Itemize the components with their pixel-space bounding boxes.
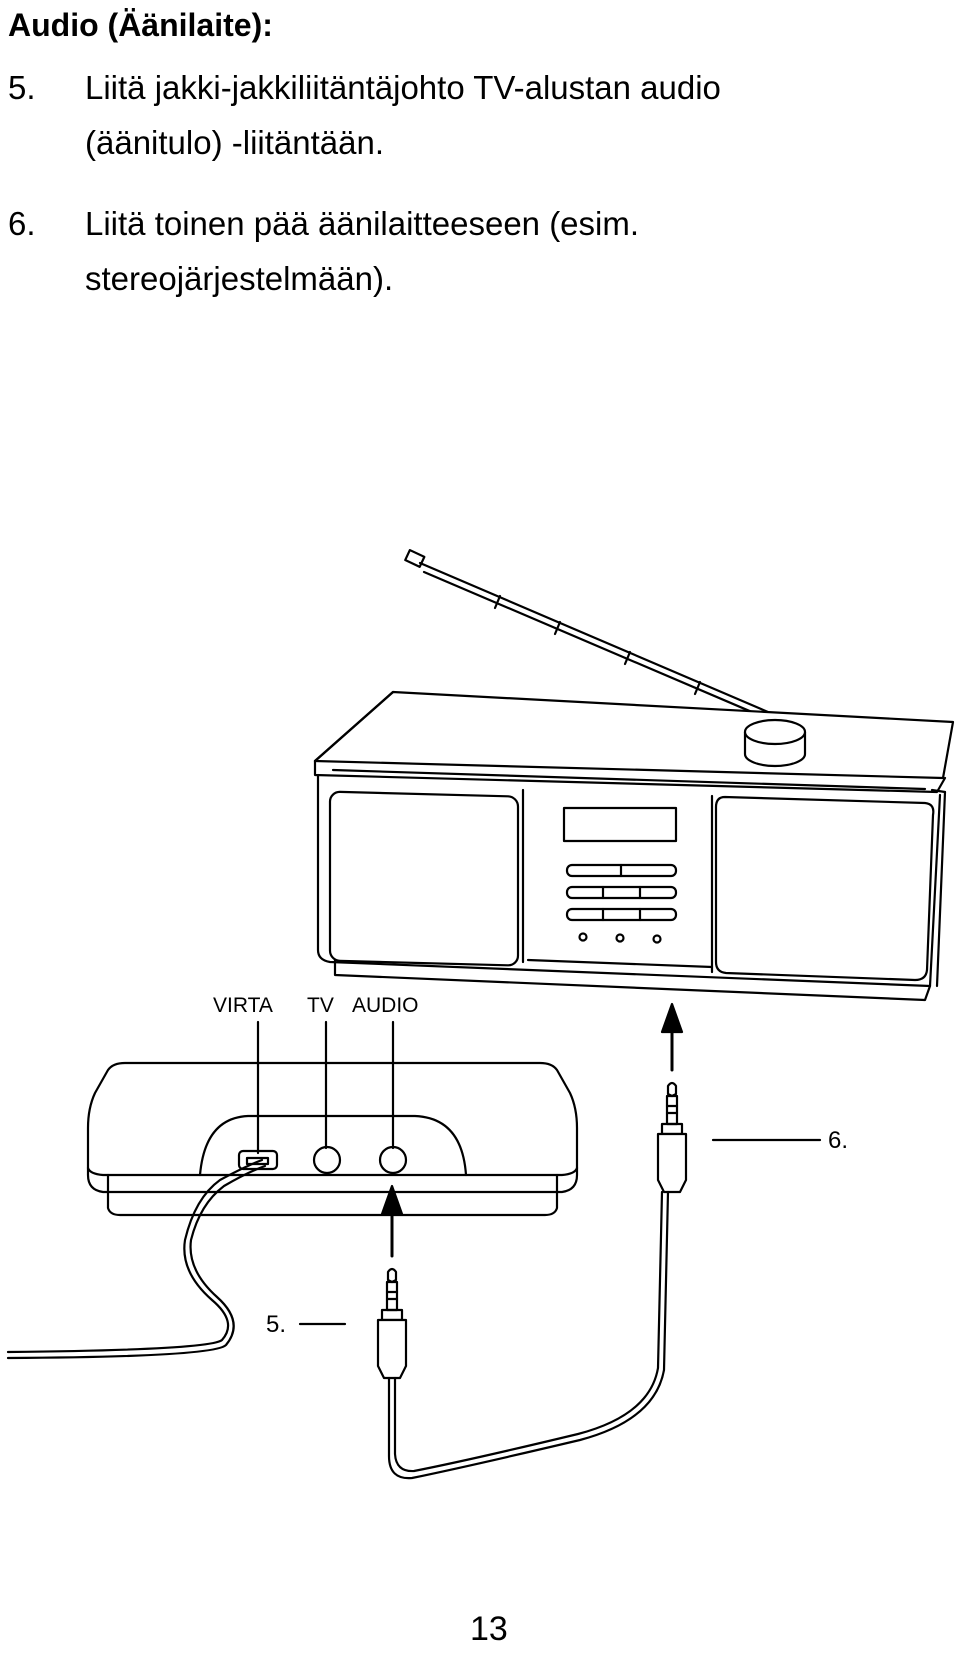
step-number: 5. xyxy=(8,69,36,106)
jack-plug-icon xyxy=(376,1267,408,1380)
step-text-line-2: (äänitulo) -liitäntään. xyxy=(85,124,384,161)
power-label: VIRTA xyxy=(213,994,273,1017)
step-text-line-2: stereojärjestelmään). xyxy=(85,260,394,297)
control-buttons xyxy=(565,863,678,944)
antenna-icon xyxy=(404,548,784,726)
step-text-line-1: Liitä jakki-jakkiliitäntäjohto TV-alusta… xyxy=(85,69,721,106)
jack-plug-icon xyxy=(656,1081,688,1194)
tv-base xyxy=(86,1020,579,1217)
jack-cable xyxy=(376,1081,688,1480)
step-text-line-1: Liitä toinen pää äänilaitteeseen (esim. xyxy=(85,205,640,242)
power-cable xyxy=(6,1158,264,1354)
audio-port-icon xyxy=(378,1145,408,1175)
arrow-up-icon xyxy=(660,1002,684,1072)
callout-5: 5. xyxy=(266,1311,286,1338)
page-number: 13 xyxy=(470,1610,508,1648)
display-icon xyxy=(562,806,678,843)
tv-label: TV xyxy=(307,994,334,1017)
stereo-unit xyxy=(313,548,955,1002)
arrow-up-icon xyxy=(380,1184,404,1258)
knob-icon xyxy=(743,718,807,768)
step-number: 6. xyxy=(8,205,36,242)
section-heading: Audio (Äänilaite): xyxy=(8,7,273,43)
callout-6: 6. xyxy=(828,1127,848,1154)
tv-port-icon xyxy=(312,1145,342,1175)
audio-label: AUDIO xyxy=(352,994,419,1017)
